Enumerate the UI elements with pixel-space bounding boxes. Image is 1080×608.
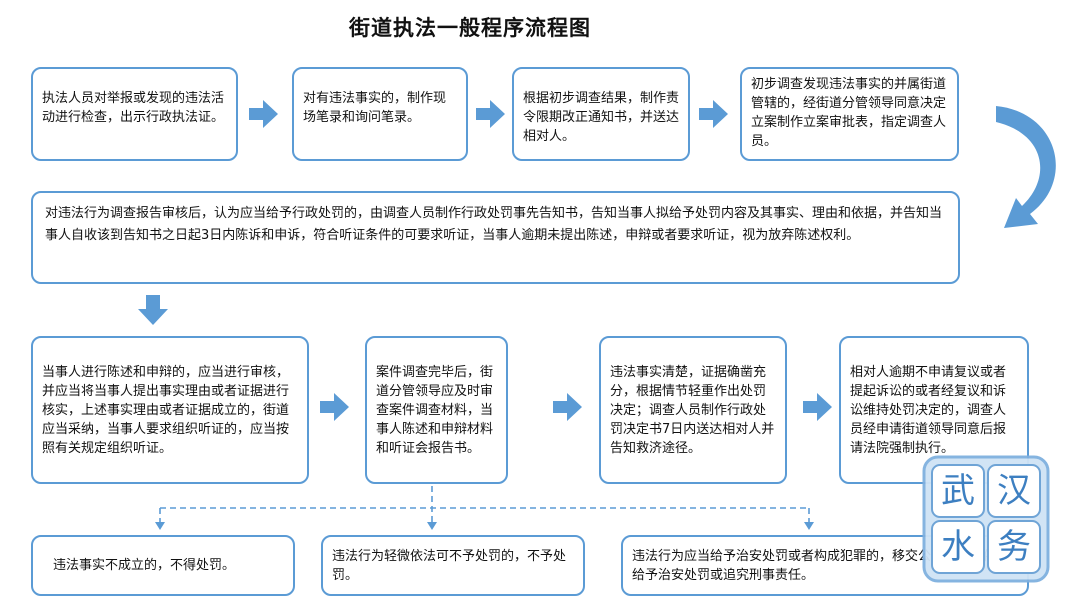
step-box-decision: 违法事实清楚，证据确凿充分，根据情节轻重作出处罚决定；调查人员制作行政处罚决定书… <box>599 336 787 484</box>
step-text: 执法人员对举报或发现的违法活动进行检查，出示行政执法证。 <box>42 91 225 125</box>
watermark-char: 武 <box>941 471 975 511</box>
curved-arrow-icon <box>988 100 1074 240</box>
right-arrow-icon <box>320 392 350 422</box>
down-arrow-icon <box>137 295 169 327</box>
watermark-char: 汉 <box>997 471 1031 511</box>
watermark-char: 水 <box>941 527 975 567</box>
step-box-case-review: 案件调查完毕后，街道分管领导应及时审查案件调查材料，当事人陈述和申辩材料和听证会… <box>365 336 508 484</box>
right-arrow-icon <box>476 99 506 129</box>
step-text: 初步调查发现违法事实的并属街道管辖的，经街道分管领导同意决定立案制作立案审批表，… <box>751 77 947 149</box>
step-text: 对违法行为调查报告审核后，认为应当给予行政处罚的，由调查人员制作行政处罚事先告知… <box>45 206 943 243</box>
step-box-statement-review: 当事人进行陈述和申辩的，应当进行审核，并应当将当事人提出事实理由或者证据进行核实… <box>31 336 309 484</box>
watermark-stamp: 武 汉 水 务 <box>922 455 1050 583</box>
outcome-text: 违法事实不成立的，不得处罚。 <box>53 558 236 573</box>
step-text: 当事人进行陈述和申辩的，应当进行审核，并应当将当事人提出事实理由或者证据进行核实… <box>42 364 290 456</box>
step-text: 违法事实清楚，证据确凿充分，根据情节轻重作出处罚决定；调查人员制作行政处罚决定书… <box>610 364 775 456</box>
watermark-char: 务 <box>997 527 1031 567</box>
step-box-inspection: 执法人员对举报或发现的违法活动进行检查，出示行政执法证。 <box>31 67 238 161</box>
step-text: 案件调查完毕后，街道分管领导应及时审查案件调查材料，当事人陈述和申辩材料和听证会… <box>376 364 494 456</box>
outcome-box-not-established: 违法事实不成立的，不得处罚。 <box>31 535 295 596</box>
step-box-record: 对有违法事实的，制作现场笔录和询问笔录。 <box>292 67 468 161</box>
step-text: 相对人逾期不申请复议或者提起诉讼的或者经复议和诉讼维持处罚决定的，调查人员经申请… <box>850 364 1007 456</box>
step-box-notice: 根据初步调查结果，制作责令限期改正通知书，并送达相对人。 <box>512 67 690 161</box>
right-arrow-icon <box>249 99 279 129</box>
outcome-text: 违法行为应当给予治安处罚或者构成犯罪的，移交公安机关，依法给予治安处罚或追究刑事… <box>632 548 1010 583</box>
step-text: 对有违法事实的，制作现场笔录和询问笔录。 <box>303 91 447 125</box>
right-arrow-icon <box>553 392 583 422</box>
right-arrow-icon <box>803 392 833 422</box>
step-text: 根据初步调查结果，制作责令限期改正通知书，并送达相对人。 <box>523 91 680 144</box>
right-arrow-icon <box>699 99 729 129</box>
step-box-prior-notice: 对违法行为调查报告审核后，认为应当给予行政处罚的，由调查人员制作行政处罚事先告知… <box>31 191 960 284</box>
outcome-text: 违法行为轻微依法可不予处罚的，不予处罚。 <box>332 548 567 583</box>
outcome-box-minor: 违法行为轻微依法可不予处罚的，不予处罚。 <box>321 535 585 596</box>
page-title: 街道执法一般程序流程图 <box>349 15 591 40</box>
step-box-case-filing: 初步调查发现违法事实的并属街道管辖的，经街道分管领导同意决定立案制作立案审批表，… <box>740 67 959 161</box>
